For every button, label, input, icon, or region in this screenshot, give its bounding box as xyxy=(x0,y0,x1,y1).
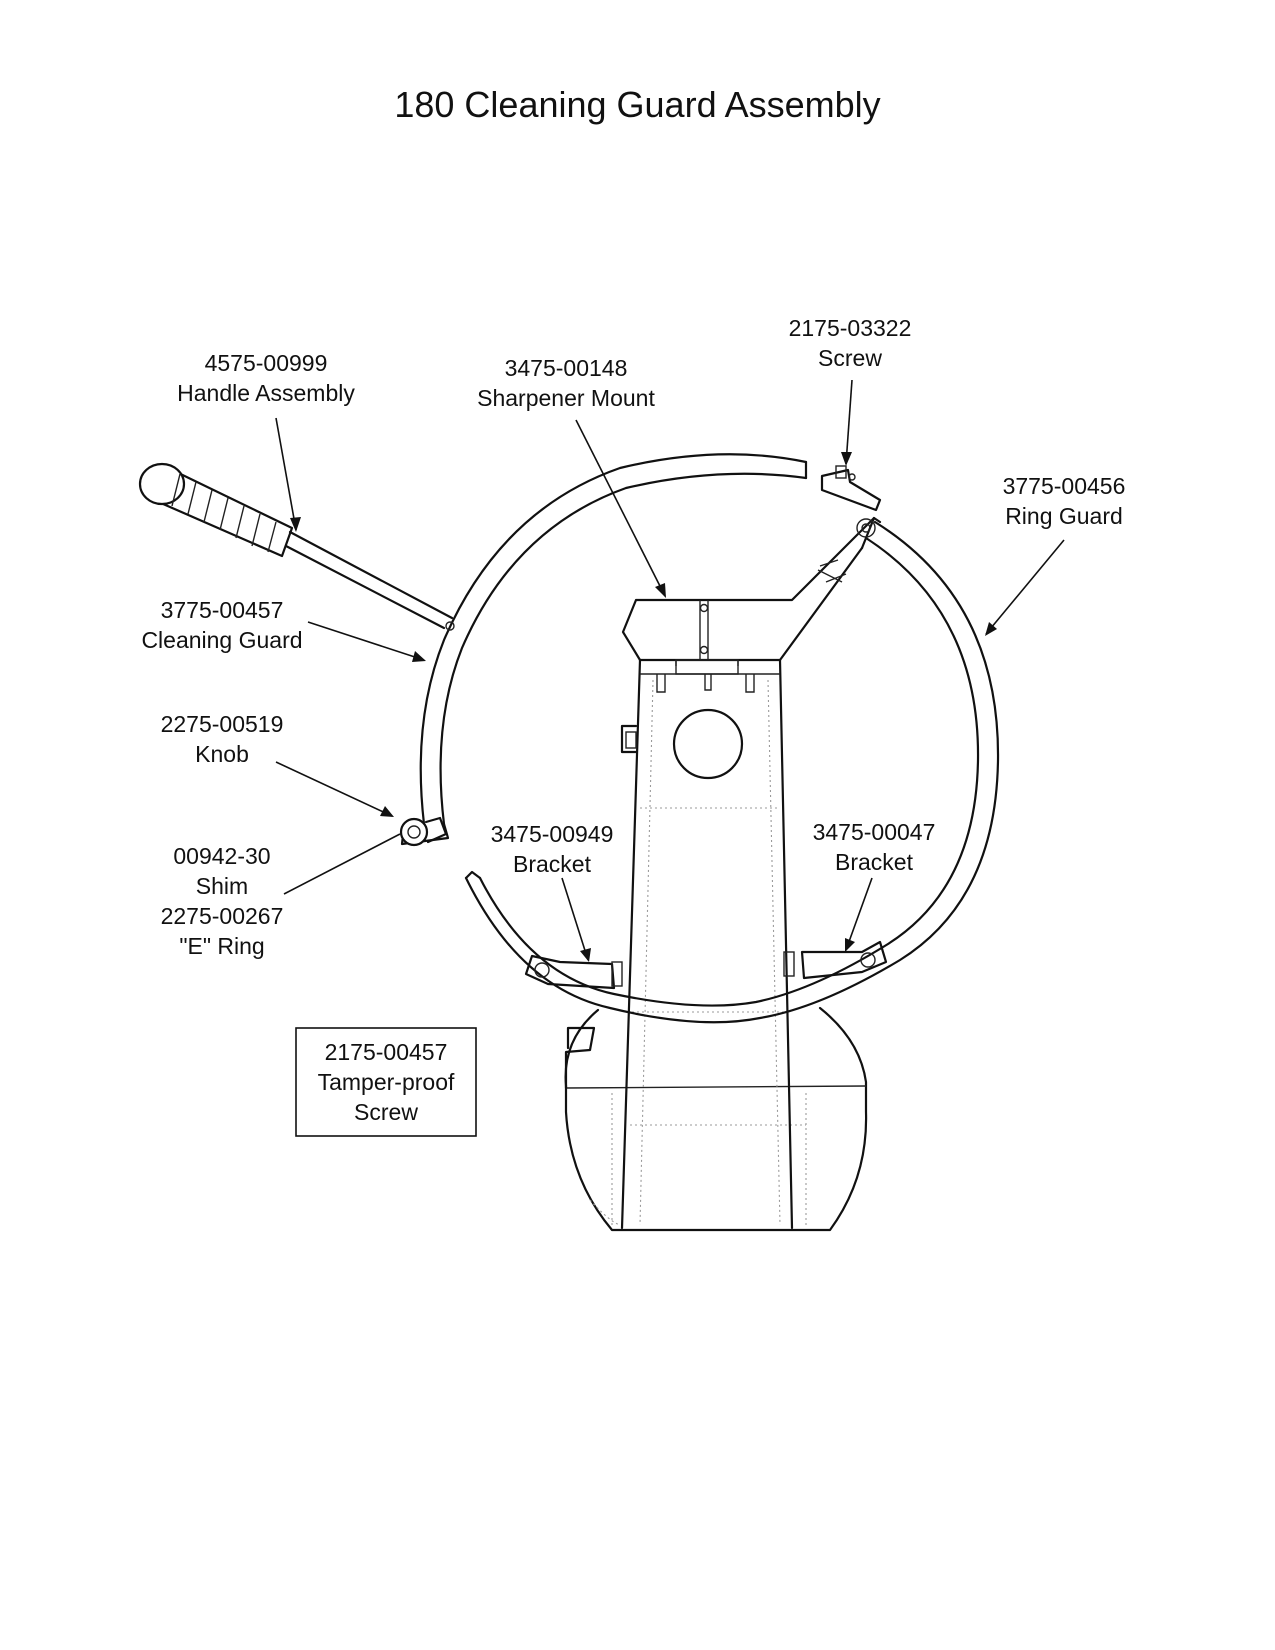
callout-handle-assembly-part: 4575-00999 xyxy=(205,350,328,376)
leader-lines xyxy=(275,379,1065,962)
callout-bracket-right-name: Bracket xyxy=(835,849,914,875)
callout-shim-name: Shim xyxy=(196,873,248,899)
callout-sharpener-mount-name: Sharpener Mount xyxy=(477,385,655,411)
page-title: 180 Cleaning Guard Assembly xyxy=(394,84,881,125)
callout-ring-guard-part: 3775-00456 xyxy=(1003,473,1126,499)
tamper-proof-note-box xyxy=(295,1027,477,1137)
callout-cleaning-guard-part: 3775-00457 xyxy=(161,597,284,623)
callout-ring-guard-name: Ring Guard xyxy=(1005,503,1123,529)
callout-cleaning-guard-name: Cleaning Guard xyxy=(141,627,302,653)
callout-bracket-left-name: Bracket xyxy=(513,851,592,877)
callout-screw-part: 2175-03322 xyxy=(789,315,912,341)
callout-e-ring-part: 2275-00267 xyxy=(161,903,284,929)
callout-e-ring-name: "E" Ring xyxy=(179,933,264,959)
callout-sharpener-mount-part: 3475-00148 xyxy=(505,355,628,381)
ring-guard-drawing xyxy=(464,465,1000,1024)
note-box-line-2: Tamper-proof xyxy=(318,1069,455,1095)
callout-bracket-left-part: 3475-00949 xyxy=(491,821,614,847)
note-box-line-3: Screw xyxy=(354,1099,418,1125)
machine-body-drawing xyxy=(564,516,882,1232)
callout-bracket-right-part: 3475-00047 xyxy=(813,819,936,845)
callout-knob-name: Knob xyxy=(195,741,249,767)
cleaning-guard-drawing xyxy=(399,453,808,847)
callout-shim-part: 00942-30 xyxy=(173,843,270,869)
handle-assembly-drawing xyxy=(138,462,455,631)
callout-knob-part: 2275-00519 xyxy=(161,711,284,737)
callout-handle-assembly-name: Handle Assembly xyxy=(177,380,355,406)
callout-screw-name: Screw xyxy=(818,345,882,371)
note-box-part: 2175-00457 xyxy=(325,1039,448,1065)
